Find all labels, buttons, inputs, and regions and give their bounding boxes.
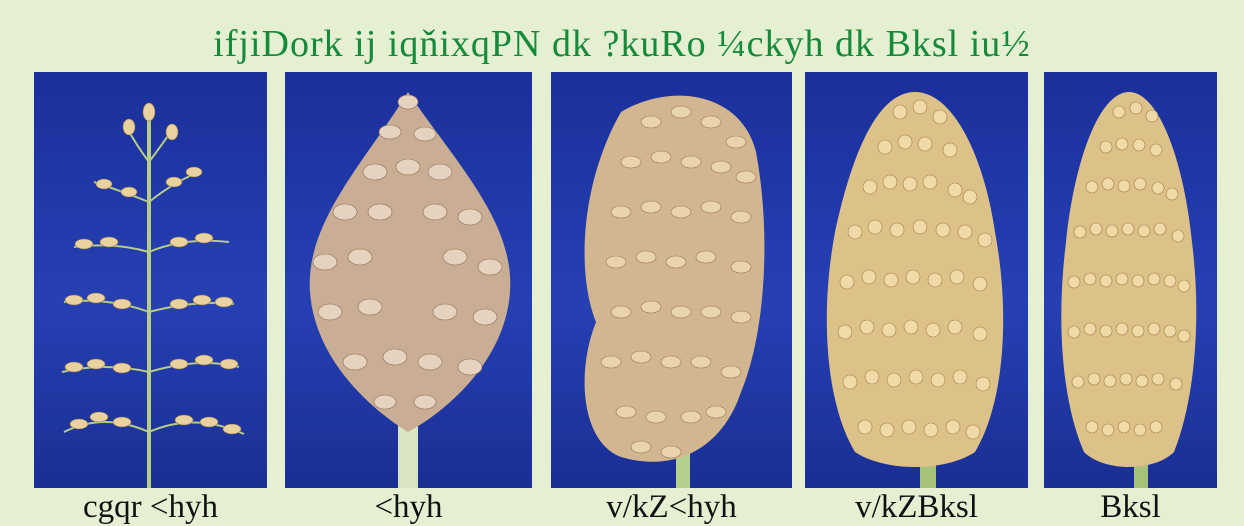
- panicle-photo-loose: [285, 72, 532, 488]
- caption-semi-compact: v/kZBksl: [855, 489, 978, 525]
- caption-loose: <hyh: [374, 489, 443, 525]
- panicle-photo-very-loose: [34, 72, 267, 488]
- caption-compact: Bksl: [1100, 489, 1161, 525]
- panicle-photo-semi-compact: [805, 72, 1028, 488]
- caption-very-loose: cgqr <hyh: [83, 489, 218, 525]
- figure-title: ifjiDork ij iqňixqPN dk ?kuRo ¼ckyh dk B…: [213, 23, 1031, 65]
- panicle-photo-semi-loose: [551, 72, 792, 488]
- caption-semi-loose: v/kZ<hyh: [606, 489, 737, 525]
- panicle-photo-compact: [1044, 72, 1217, 488]
